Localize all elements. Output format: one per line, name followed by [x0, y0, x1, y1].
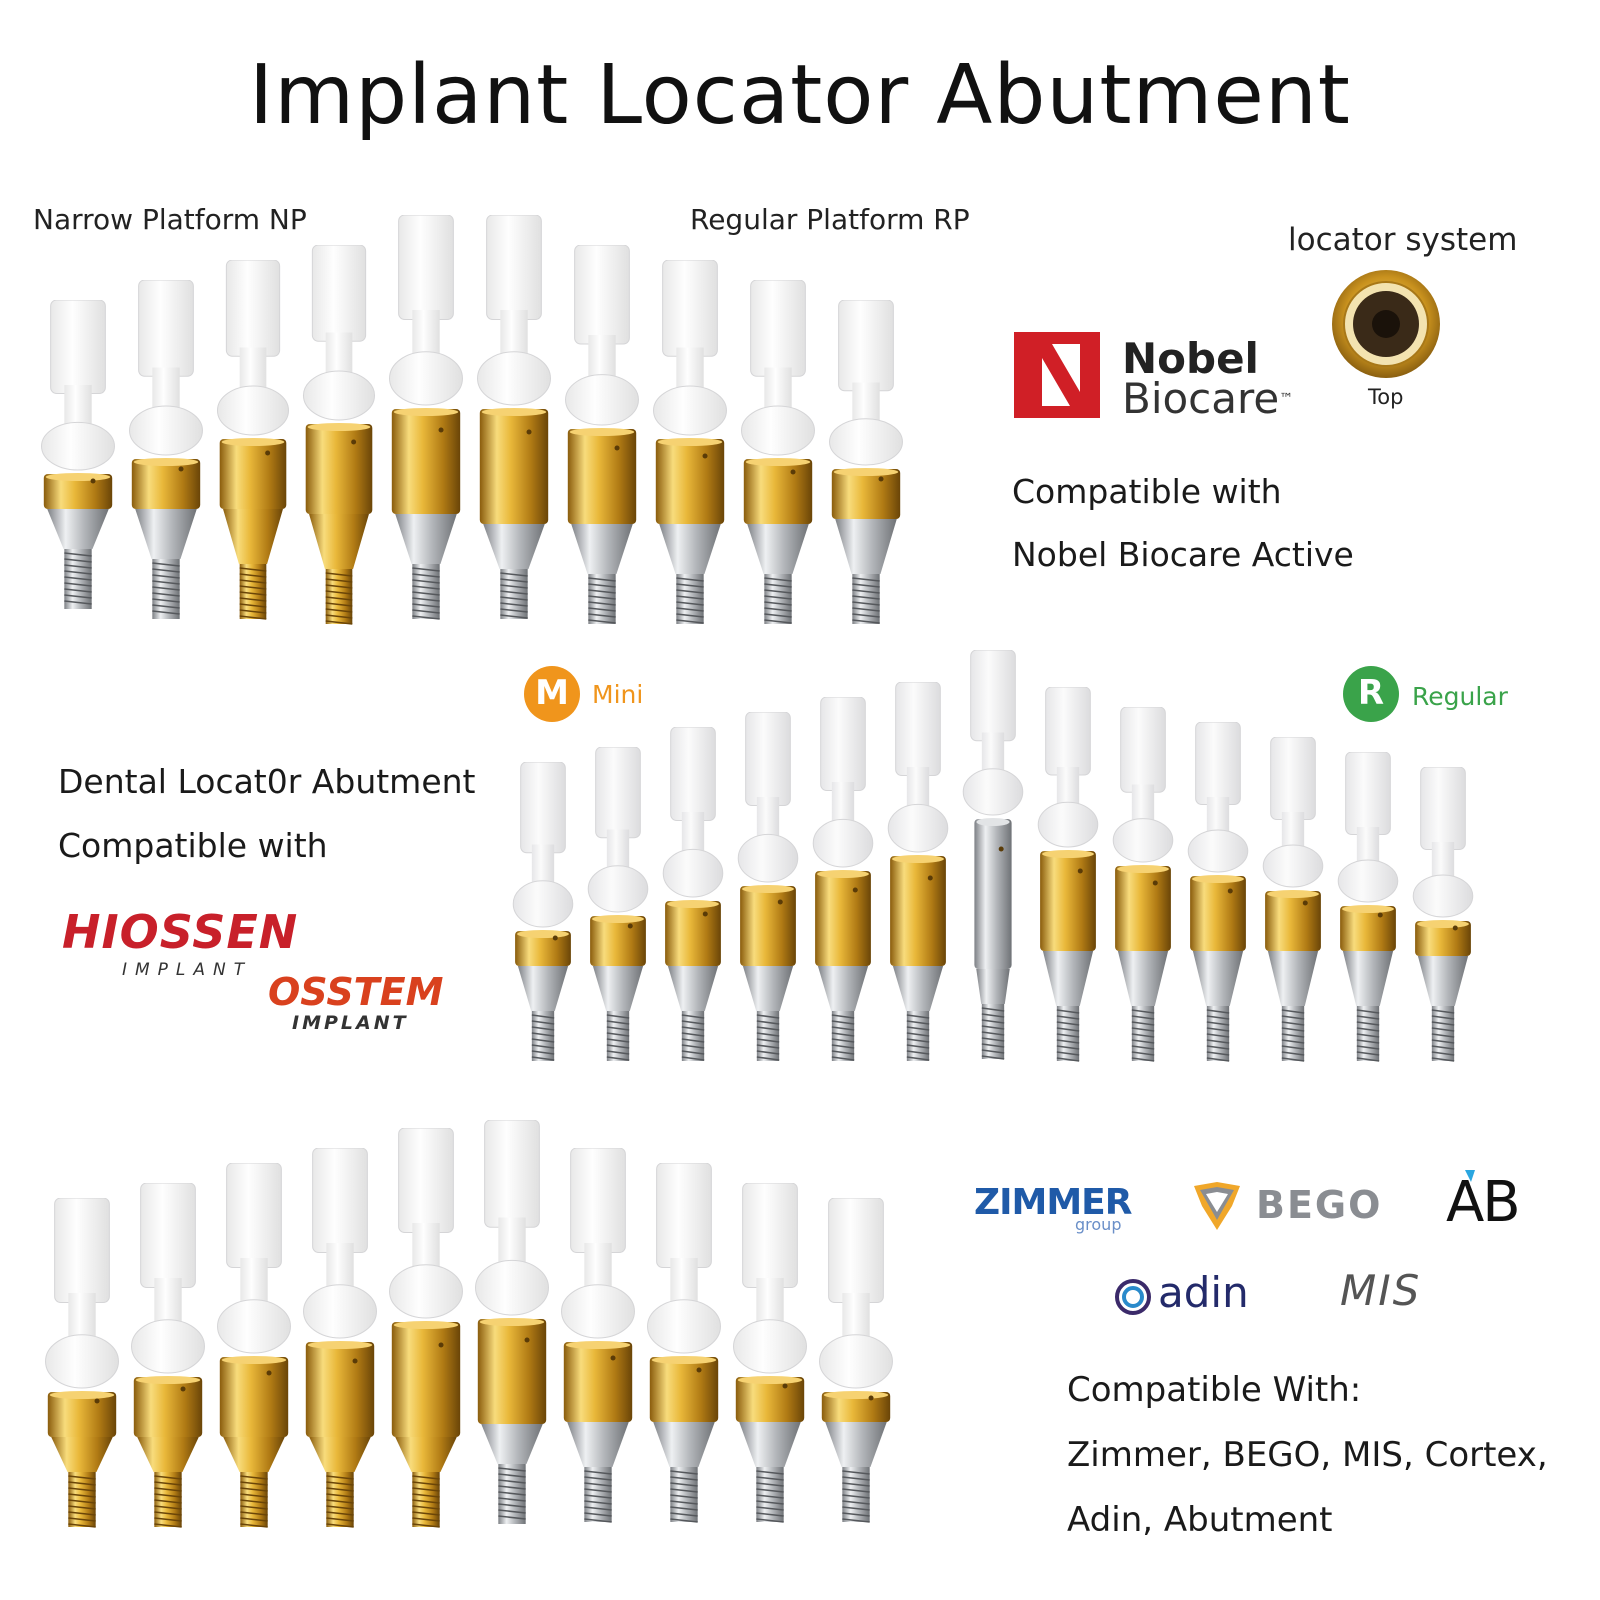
hiossen-sub: IMPLANT [122, 960, 253, 980]
nobel-compat-line1: Compatible with [1012, 472, 1282, 511]
zimmer-compat-line3: Adin, Abutment [1067, 1500, 1333, 1540]
nobel-abutment-5 [388, 215, 464, 625]
zimmer-abutment-10 [818, 1198, 894, 1528]
nobel-abutment-1 [40, 300, 116, 625]
abutment-row-nobel [40, 205, 916, 625]
abutment-row-zimmer [44, 1120, 904, 1528]
hiossen-abutment-1 [512, 762, 574, 1062]
bego-logo: BEGO [1256, 1183, 1383, 1227]
regular-badge: R [1342, 665, 1400, 727]
page-title: Implant Locator Abutment [249, 48, 1351, 143]
hiossen-logo: HIOSSEN [62, 905, 299, 959]
hiossen-abutment-11 [1262, 737, 1324, 1062]
mis-logo: MIS [1340, 1266, 1422, 1315]
nobel-abutment-10 [828, 300, 904, 625]
nobel-abutment-8 [652, 260, 728, 625]
zimmer-abutment-9 [732, 1183, 808, 1528]
dental-locator-line2: Compatible with [58, 826, 328, 865]
nobel-abutment-4 [302, 245, 376, 625]
osstem-logo: OSSTEM [268, 970, 444, 1014]
regular-label: Regular [1412, 682, 1508, 711]
ab-logo: AB [1446, 1170, 1521, 1235]
narrow-platform-label: Narrow Platform NP [33, 203, 307, 236]
osstem-sub: IMPLANT [292, 1012, 409, 1034]
mini-label: Mini [592, 680, 644, 709]
hiossen-abutment-8 [1037, 687, 1099, 1062]
hiossen-abutment-9 [1112, 707, 1174, 1062]
hiossen-abutment-3 [662, 727, 724, 1062]
nobel-abutment-2 [128, 280, 204, 625]
hiossen-abutment-7 [962, 650, 1024, 1062]
top-view-label: Top [1368, 385, 1404, 409]
mini-circle-icon [524, 666, 580, 722]
zimmer-abutment-1 [44, 1198, 120, 1528]
hiossen-abutment-13 [1412, 767, 1474, 1062]
mini-letter: M [535, 673, 569, 713]
zimmer-compat-line1: Compatible With: [1067, 1370, 1362, 1410]
nobel-word: Nobel [1122, 334, 1259, 383]
adin-logo: adin [1158, 1268, 1249, 1317]
regular-platform-label: Regular Platform RP [690, 203, 970, 236]
trademark-mark: ™ [1279, 391, 1294, 407]
zimmer-abutment-5 [388, 1128, 464, 1528]
nobel-abutment-7 [564, 245, 640, 625]
hiossen-abutment-4 [737, 712, 799, 1062]
nobel-n-icon [1014, 332, 1100, 418]
biocare-word: Biocare [1122, 374, 1280, 423]
locator-top-view-icon [1330, 268, 1442, 384]
nobel-biocare-logo: Nobel Biocare™ [1012, 330, 1294, 430]
dental-locator-line1: Dental Locat0r Abutment [58, 762, 476, 801]
nobel-abutment-6 [476, 215, 552, 625]
bego-icon [1190, 1180, 1244, 1236]
zimmer-abutment-7 [560, 1148, 636, 1528]
hiossen-abutment-12 [1337, 752, 1399, 1062]
nobel-compat-line2: Nobel Biocare Active [1012, 535, 1354, 574]
regular-circle-icon [1343, 666, 1399, 722]
hiossen-abutment-6 [887, 682, 949, 1062]
zimmer-abutment-2 [130, 1183, 206, 1528]
hiossen-abutment-10 [1187, 722, 1249, 1062]
zimmer-compat-line2: Zimmer, BEGO, MIS, Cortex, [1067, 1435, 1548, 1475]
regular-letter: R [1357, 673, 1385, 713]
mini-badge: M [523, 665, 581, 727]
hiossen-abutment-5 [812, 697, 874, 1062]
adin-icon [1114, 1278, 1152, 1320]
nobel-abutment-3 [216, 260, 290, 625]
abutment-row-hiossen [512, 650, 1487, 1062]
nobel-abutment-9 [740, 280, 816, 625]
zimmer-abutment-3 [216, 1163, 292, 1528]
zimmer-abutment-6 [474, 1120, 550, 1528]
zimmer-abutment-4 [302, 1148, 378, 1528]
zimmer-abutment-8 [646, 1163, 722, 1528]
ab-accent-icon [1447, 1168, 1487, 1192]
zimmer-group-text: group [1075, 1215, 1122, 1234]
locator-system-label: locator system [1288, 222, 1518, 258]
hiossen-abutment-2 [587, 747, 649, 1062]
zimmer-logo: ZIMMER [974, 1182, 1132, 1223]
